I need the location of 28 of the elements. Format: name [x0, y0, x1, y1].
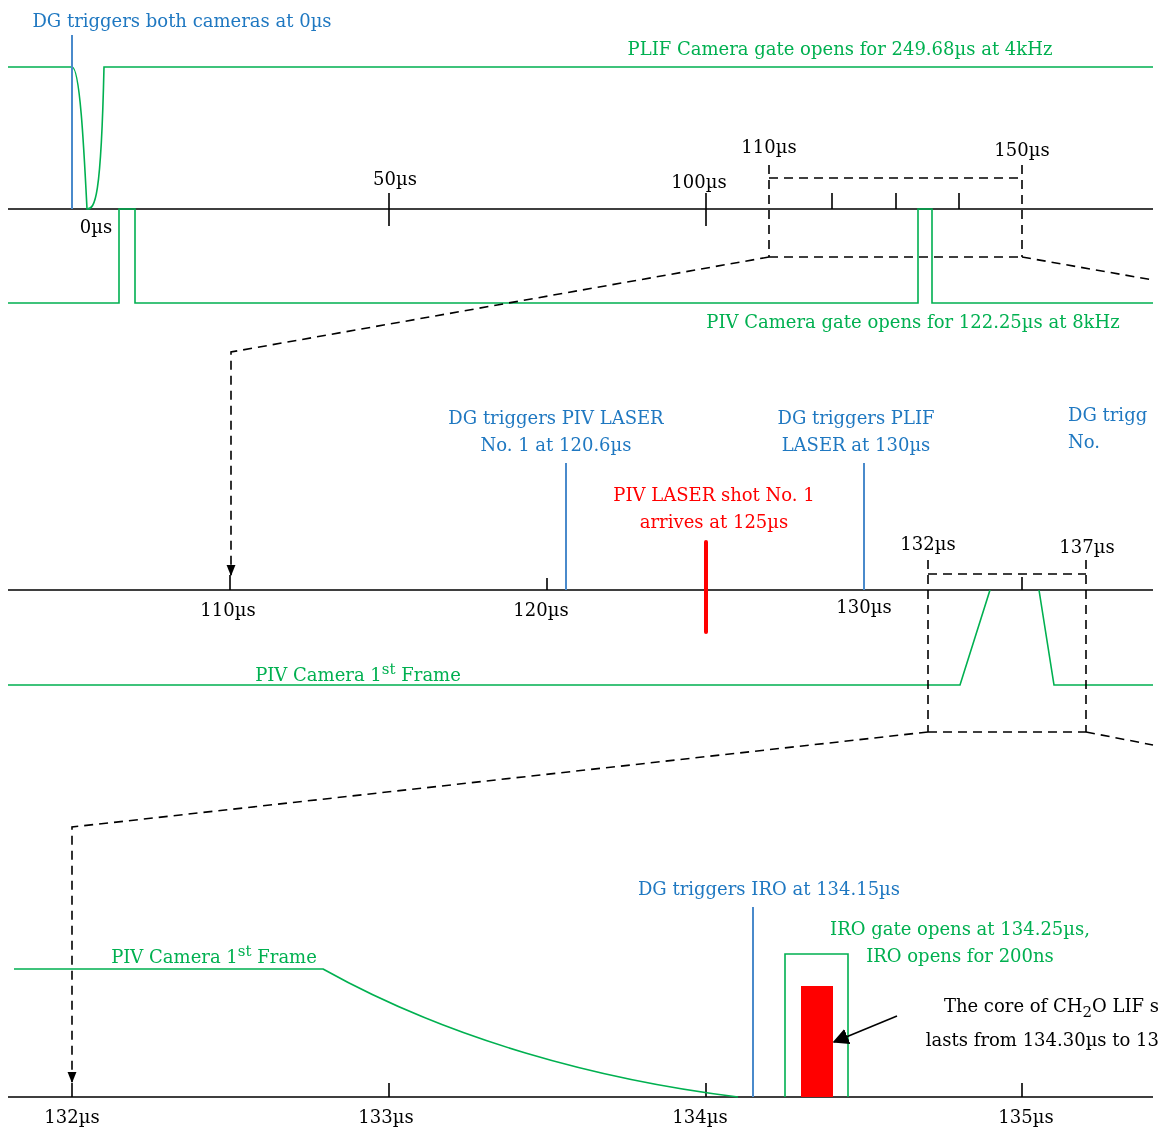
tick-label: 135µs — [997, 1105, 1055, 1129]
signal-label: PIV Camera 1$^{st}$ Frame — [110, 941, 318, 969]
annotation: PIV LASER shot No. 1 arrives at 125µs — [612, 483, 816, 534]
annotation: DG triggers PIV LASER No. 1 at 120.6µs — [447, 406, 665, 457]
tick-label: 133µs — [357, 1105, 415, 1129]
tick-label: 50µs — [372, 167, 418, 191]
tick-label: 130µs — [835, 595, 893, 619]
annotation: PLIF Camera gate opens for 249.68µs at 4kHz — [626, 37, 1054, 61]
tick-label: 0µs — [78, 215, 114, 239]
tick-label: 137µs — [1058, 535, 1116, 559]
signal-label: PIV Camera 1$^{st}$ Frame — [254, 659, 462, 687]
annotation: DG triggers IRO at 134.15µs — [636, 877, 902, 901]
annotation: DG trigg No. — [1068, 403, 1149, 454]
leader-arrow — [832, 1015, 898, 1044]
annotation: DG triggers PLIF LASER at 130µs — [776, 406, 936, 457]
tick-label: 132µs — [899, 532, 957, 556]
tick-label: 100µs — [670, 170, 728, 194]
tick-label: 120µs — [512, 598, 570, 622]
tick-label: 150µs — [993, 138, 1051, 162]
annotation: IRO gate opens at 134.25µs, IRO opens for 200ns — [829, 917, 1091, 968]
annotation: PIV Camera gate opens for 122.25µs at 8kHz — [705, 310, 1121, 334]
annotation: DG triggers both cameras at 0µs — [31, 9, 333, 33]
tick-label: 110µs — [740, 135, 798, 159]
signal-bar — [801, 986, 833, 1097]
tick-label: 134µs — [671, 1105, 729, 1129]
tick-label: 132µs — [43, 1105, 101, 1129]
tick-label: 110µs — [199, 598, 257, 622]
callout-text: The core of CH$_{2}$O LIF s lasts from 134.30µs to 13 — [905, 992, 1159, 1053]
